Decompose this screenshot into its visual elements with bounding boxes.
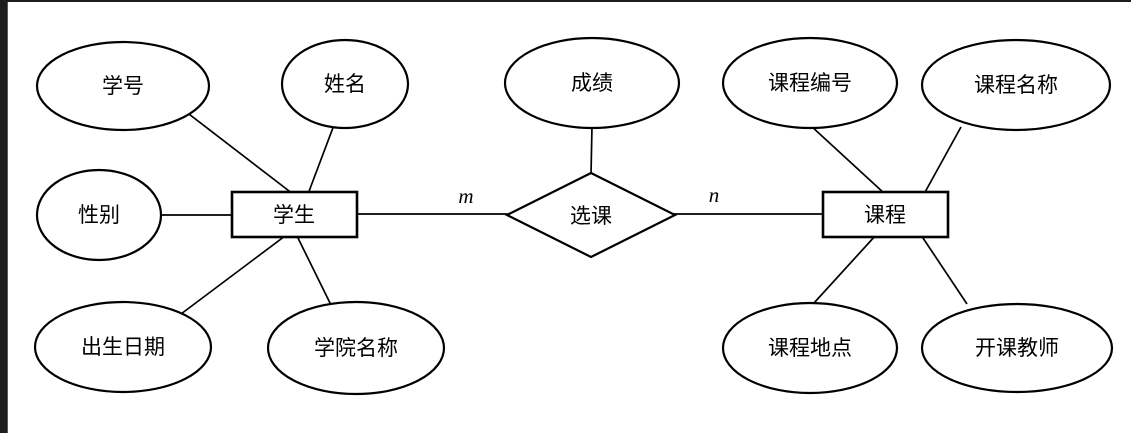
connector-student-name: [307, 124, 335, 195]
attribute-ellipse: [280, 38, 410, 130]
cardinality-right-label: n: [709, 183, 720, 207]
relationship-diamond: [504, 171, 678, 259]
connector-college-name: [296, 235, 332, 306]
relationship-label: 选课: [570, 204, 612, 228]
entity-label: 学生: [273, 203, 315, 227]
attribute-ellipse: [920, 38, 1112, 132]
attribute-label: 学院名称: [314, 336, 398, 360]
entity-node-student[interactable]: 学生: [230, 190, 359, 239]
attribute-node-student-id[interactable]: 学号: [35, 40, 211, 132]
attribute-node-course-id[interactable]: 课程编号: [721, 36, 899, 130]
attribute-ellipse: [266, 300, 446, 396]
attribute-label: 开课教师: [975, 336, 1059, 360]
entity-rect: [821, 190, 950, 239]
attribute-label: 成绩: [571, 71, 613, 95]
attribute-node-birth-date[interactable]: 出生日期: [33, 300, 213, 394]
attribute-ellipse: [35, 40, 211, 132]
relationship-node-enroll[interactable]: 选课: [504, 171, 678, 259]
attribute-ellipse: [721, 301, 899, 395]
attribute-label: 学号: [102, 74, 144, 98]
connector-course-location: [813, 234, 877, 304]
attribute-ellipse: [33, 300, 213, 394]
connector-birth-date: [180, 235, 286, 315]
connector-lines: [160, 110, 968, 315]
connector-course-name: [923, 126, 962, 195]
entity-label: 课程: [864, 203, 906, 227]
attribute-node-course-teacher[interactable]: 开课教师: [920, 302, 1114, 394]
connector-course-teacher: [920, 234, 968, 305]
connector-grade: [590, 125, 593, 176]
attribute-label: 姓名: [324, 72, 366, 96]
attribute-ellipse: [503, 36, 681, 130]
attribute-node-course-location[interactable]: 课程地点: [721, 301, 899, 395]
attribute-label: 课程地点: [768, 336, 852, 360]
attribute-ellipse: [920, 302, 1114, 394]
cardinality-left-label: m: [458, 184, 473, 208]
attribute-node-course-name[interactable]: 课程名称: [920, 38, 1112, 132]
window-edge-left: [0, 0, 8, 433]
attribute-ellipse: [35, 168, 163, 262]
attribute-node-gender[interactable]: 性别: [35, 168, 163, 262]
attribute-node-college-name[interactable]: 学院名称: [266, 300, 446, 396]
entity-rect: [230, 190, 359, 239]
attribute-ellipse: [721, 36, 899, 130]
attribute-label: 课程编号: [768, 71, 852, 95]
connector-student-id: [184, 110, 294, 195]
connector-course-id: [809, 124, 886, 195]
attribute-label: 课程名称: [974, 73, 1058, 97]
attribute-node-grade[interactable]: 成绩: [503, 36, 681, 130]
attribute-node-student-name[interactable]: 姓名: [280, 38, 410, 130]
attribute-label: 出生日期: [81, 335, 165, 359]
entity-node-course[interactable]: 课程: [821, 190, 950, 239]
window-edge-top: [0, 0, 1131, 2]
attribute-label: 性别: [78, 203, 120, 227]
